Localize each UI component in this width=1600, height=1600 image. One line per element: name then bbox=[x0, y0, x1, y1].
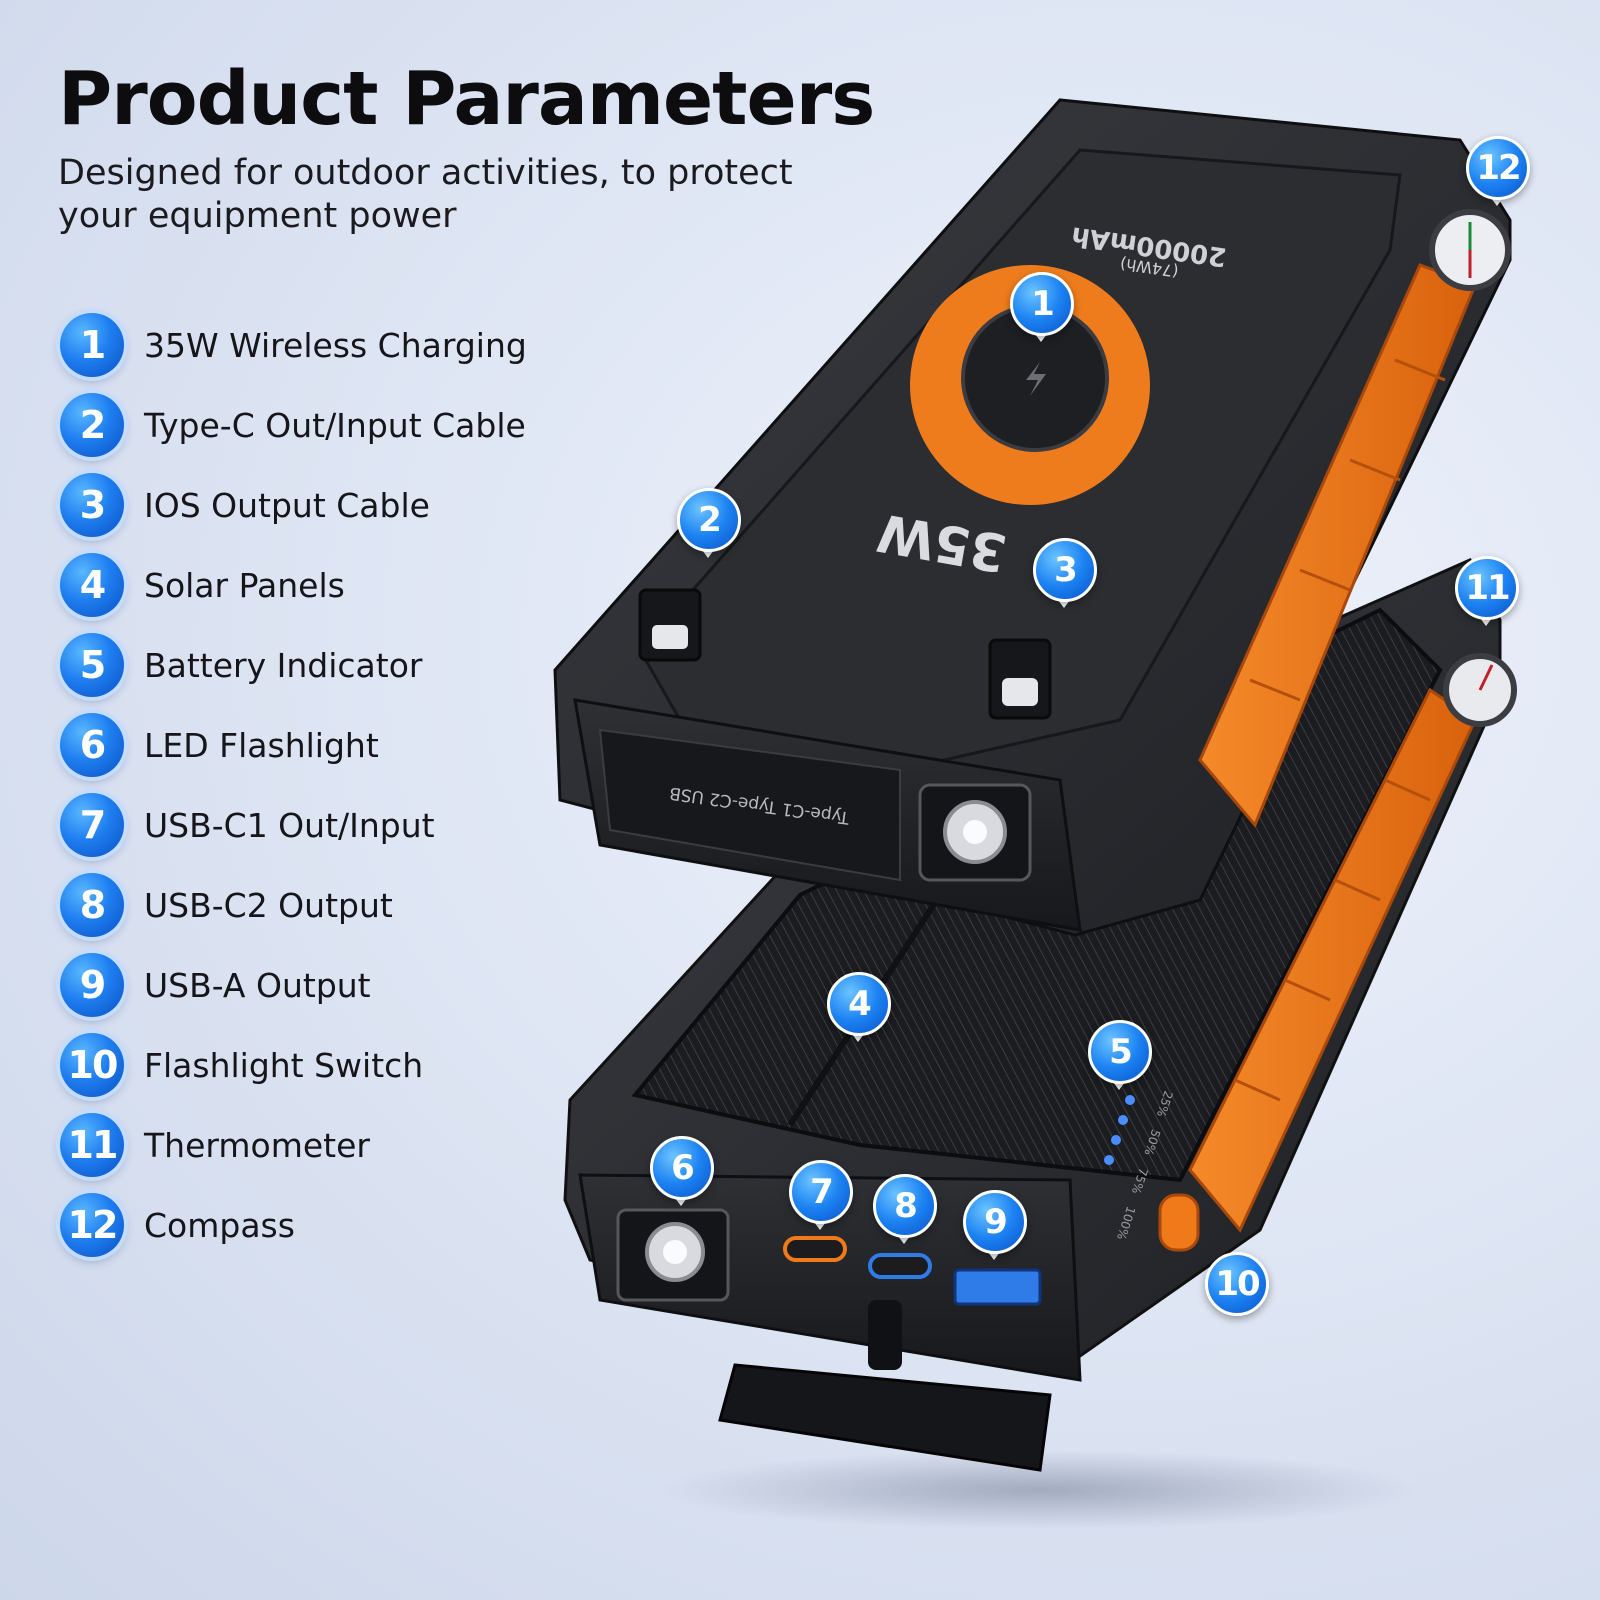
callout-number: 4 bbox=[827, 972, 891, 1036]
feature-label: IOS Output Cable bbox=[144, 485, 430, 525]
feature-label: USB-C1 Out/Input bbox=[144, 805, 435, 845]
callout-pin-10: 10 bbox=[1205, 1252, 1269, 1326]
number-badge: 12 bbox=[60, 1193, 124, 1257]
feature-item-usb-c1: 7 USB-C1 Out/Input bbox=[60, 790, 435, 860]
page-subtitle: Designed for outdoor activities, to prot… bbox=[58, 153, 793, 236]
feature-item-thermometer: 11 Thermometer bbox=[60, 1110, 370, 1180]
feature-item-flashlight-switch: 10 Flashlight Switch bbox=[60, 1030, 423, 1100]
number-badge: 1 bbox=[60, 313, 124, 377]
callout-pin-11: 11 bbox=[1455, 556, 1519, 630]
feature-label: LED Flashlight bbox=[144, 725, 379, 765]
lightning-connector bbox=[1002, 678, 1038, 706]
feature-item-battery-indicator: 5 Battery Indicator bbox=[60, 630, 422, 700]
callout-pin-2: 2 bbox=[677, 488, 741, 562]
feature-label: Solar Panels bbox=[144, 565, 345, 605]
feature-item-usb-a: 9 USB-A Output bbox=[60, 950, 371, 1020]
callout-number: 11 bbox=[1455, 556, 1519, 620]
number-badge: 5 bbox=[60, 633, 124, 697]
usb-a-port bbox=[953, 1268, 1042, 1306]
feature-item-compass: 12 Compass bbox=[60, 1190, 295, 1260]
callout-pin-3: 3 bbox=[1033, 538, 1097, 612]
callout-number: 10 bbox=[1205, 1252, 1269, 1316]
callout-pin-5: 5 bbox=[1088, 1020, 1152, 1094]
feature-item-solar-panels: 4 Solar Panels bbox=[60, 550, 345, 620]
callout-pin-1: 1 bbox=[1010, 272, 1074, 346]
number-badge: 3 bbox=[60, 473, 124, 537]
callout-pin-6: 6 bbox=[650, 1136, 714, 1210]
lightning-icon bbox=[1026, 362, 1046, 396]
rubber-port-cover bbox=[718, 1363, 1052, 1472]
feature-label: Compass bbox=[144, 1205, 295, 1245]
number-badge: 2 bbox=[60, 393, 124, 457]
callout-pin-9: 9 bbox=[963, 1190, 1027, 1264]
feature-item-type-c-cable: 2 Type-C Out/Input Cable bbox=[60, 390, 526, 460]
callout-pin-4: 4 bbox=[827, 972, 891, 1046]
feature-label: Battery Indicator bbox=[144, 645, 423, 685]
feature-item-wireless-charging: 1 35W Wireless Charging bbox=[60, 310, 527, 380]
feature-item-usb-c2: 8 USB-C2 Output bbox=[60, 870, 393, 940]
callout-number: 3 bbox=[1033, 538, 1097, 602]
number-badge: 4 bbox=[60, 553, 124, 617]
number-badge: 6 bbox=[60, 713, 124, 777]
flashlight-switch-button bbox=[1158, 1193, 1200, 1252]
feature-label: Flashlight Switch bbox=[144, 1045, 424, 1085]
number-badge: 11 bbox=[60, 1113, 124, 1177]
callout-number: 6 bbox=[650, 1136, 714, 1200]
callout-pin-8: 8 bbox=[873, 1174, 937, 1248]
usb-c1-port bbox=[783, 1236, 847, 1262]
feature-label: 35W Wireless Charging bbox=[144, 325, 527, 365]
top-unit: 20000mAh (74Wh) 35W Type-C1 Type-C2 USB bbox=[553, 98, 1512, 937]
feature-label: USB-A Output bbox=[144, 965, 371, 1005]
feature-item-ios-cable: 3 IOS Output Cable bbox=[60, 470, 430, 540]
callout-number: 2 bbox=[677, 488, 741, 552]
callout-number: 1 bbox=[1010, 272, 1074, 336]
number-badge: 9 bbox=[60, 953, 124, 1017]
number-badge: 8 bbox=[60, 873, 124, 937]
callout-number: 7 bbox=[789, 1160, 853, 1224]
feature-label: Type-C Out/Input Cable bbox=[144, 405, 526, 445]
callout-number: 12 bbox=[1466, 136, 1530, 200]
battery-indicator-leds bbox=[1104, 1095, 1135, 1165]
feature-label: USB-C2 Output bbox=[144, 885, 393, 925]
feature-item-led-flashlight: 6 LED Flashlight bbox=[60, 710, 379, 780]
usb-c2-port bbox=[868, 1253, 932, 1279]
page-title: Product Parameters bbox=[58, 56, 875, 142]
number-badge: 7 bbox=[60, 793, 124, 857]
feature-label: Thermometer bbox=[144, 1125, 370, 1165]
top-port-cover bbox=[598, 728, 901, 882]
type-c-connector bbox=[652, 625, 688, 649]
callout-number: 5 bbox=[1088, 1020, 1152, 1084]
callout-number: 8 bbox=[873, 1174, 937, 1238]
ground-shadow bbox=[660, 1450, 1420, 1530]
number-badge: 10 bbox=[60, 1033, 124, 1097]
callout-number: 9 bbox=[963, 1190, 1027, 1254]
callout-pin-7: 7 bbox=[789, 1160, 853, 1234]
callout-pin-12: 12 bbox=[1466, 136, 1530, 210]
